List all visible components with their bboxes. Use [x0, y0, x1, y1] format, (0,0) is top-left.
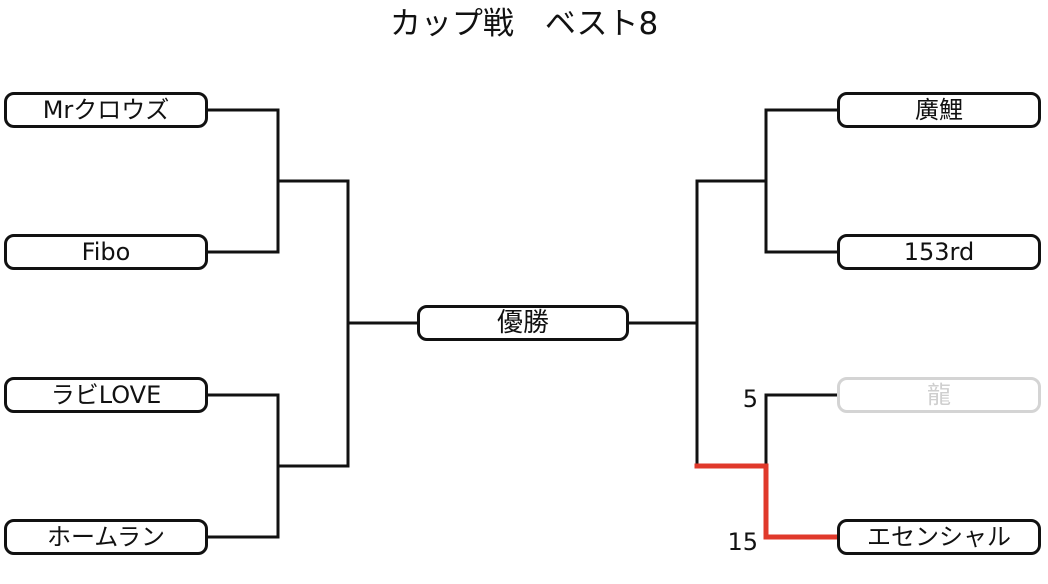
connector-right-sf — [695, 179, 768, 468]
connector-left-sf — [276, 179, 350, 468]
team-box-essential: エセンシャル — [837, 519, 1041, 555]
team-box-mr-crows: Mrクロウズ — [4, 92, 208, 128]
team-box-153rd: 153rd — [837, 234, 1041, 270]
connector-left-qf2 — [205, 393, 280, 539]
connector-left-qf1 — [205, 108, 280, 254]
connector-right-qf1 — [764, 108, 840, 254]
page-title: カップ戦 ベスト8 — [389, 6, 659, 42]
winner-path — [694, 463, 841, 540]
score-ryu: 5 — [742, 385, 758, 413]
team-box-hiroi: 廣鯉 — [837, 92, 1041, 128]
team-box-ryu: 龍 — [837, 377, 1041, 413]
connector-right-qf2-upper — [764, 393, 840, 468]
team-box-fibo: Fibo — [4, 234, 208, 270]
champion-box: 優勝 — [417, 305, 629, 341]
score-essential: 15 — [727, 528, 758, 556]
team-box-homerun: ホームラン — [4, 519, 208, 555]
team-box-rabi-love: ラビLOVE — [4, 377, 208, 413]
